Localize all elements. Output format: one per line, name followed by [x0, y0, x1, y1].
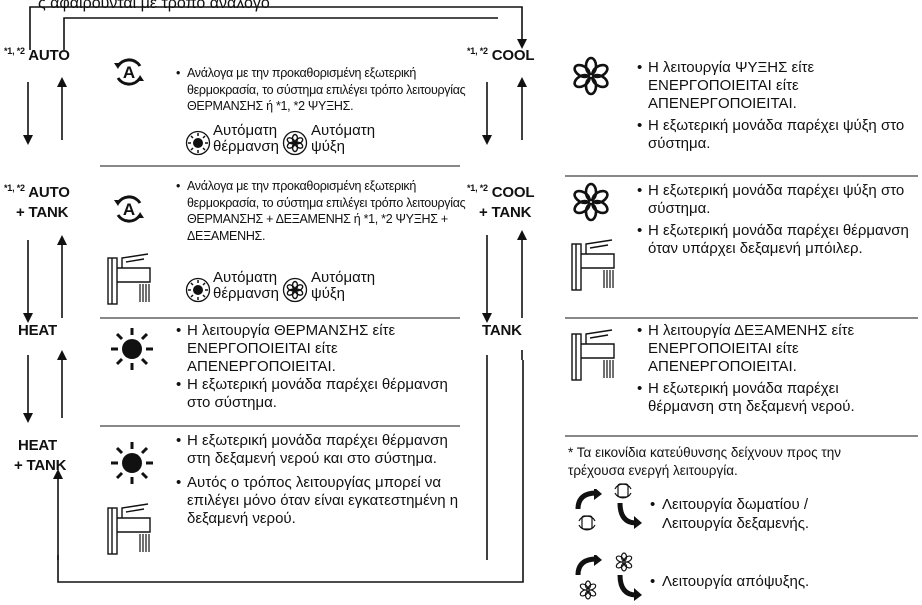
- auto-heating-label-line: θέρμανση: [213, 138, 279, 155]
- auto-description: Ανάλογα με την προκαθορισμένη εξωτερική …: [176, 65, 466, 115]
- faucet-icon: [571, 239, 615, 291]
- auto-tank-description: Ανάλογα με την προκαθορισμένη εξωτερική …: [176, 178, 466, 244]
- heat-description: Η λειτουργία ΘΕΡΜΑΝΣΗΣ είτε ΕΝΕΡΓΟΠΟΙΕΙΤ…: [176, 322, 458, 412]
- description-bullet: Ανάλογα με την προκαθορισμένη εξωτερική …: [176, 178, 466, 244]
- legend-defrost: • Λειτουργία απόψυξης.: [650, 572, 809, 591]
- legend-bullet: •: [650, 573, 656, 590]
- description-bullet: Αυτός ο τρόπος λειτουργίας μπορεί να επι…: [176, 474, 466, 528]
- faucet-icon: [107, 253, 151, 305]
- mode-tank-suffix: + TANK: [14, 457, 67, 474]
- mode-tank-suffix: + TANK: [16, 204, 69, 221]
- mode-cool[interactable]: *1, *2 COOL: [467, 46, 535, 64]
- legend-room-tank: • Λειτουργία δωματίου / Λειτουργία δεξαμ…: [650, 495, 809, 533]
- auto-heating-icon: [185, 277, 211, 303]
- description-bullet: Η εξωτερική μονάδα παρέχει ψύξη στο σύστ…: [637, 182, 917, 218]
- mode-auto[interactable]: *1, *2 AUTO: [4, 46, 70, 64]
- description-bullet: Η λειτουργία ΘΕΡΜΑΝΣΗΣ είτε ΕΝΕΡΓΟΠΟΙΕΙΤ…: [176, 322, 458, 376]
- mode-heat-tank[interactable]: HEAT + TANK: [14, 436, 66, 476]
- mode-heat-label: HEAT: [18, 322, 57, 339]
- faucet-icon: [571, 329, 615, 381]
- legend-tank-text: Λειτουργία δεξαμενής.: [662, 515, 810, 532]
- auto-cooling-label: Αυτόματη ψύξη: [311, 270, 375, 302]
- snowflake-icon: [573, 56, 609, 96]
- mode-cool-tank[interactable]: *1, *2 COOL + TANK: [467, 178, 535, 223]
- svg-text:A: A: [123, 63, 135, 82]
- mode-auto-label: AUTO: [28, 47, 70, 64]
- tank-room-direction-icon: [614, 483, 642, 529]
- auto-heating-label-line: θέρμανση: [213, 285, 279, 302]
- auto-heating-label-line: Αυτόματη: [213, 269, 278, 286]
- mode-auto-label: AUTO: [28, 184, 70, 201]
- description-bullet: Η εξωτερική μονάδα παρέχει ψύξη στο σύστ…: [637, 117, 907, 153]
- sun-icon: [111, 442, 153, 484]
- mode-heat[interactable]: HEAT: [18, 322, 57, 339]
- legend-defrost-text: Λειτουργία απόψυξης.: [662, 573, 810, 590]
- auto-cooling-label-line: Αυτόματη: [311, 122, 376, 139]
- footnote-marker: *1, *2: [467, 183, 488, 193]
- footnote-marker: *1, *2: [4, 46, 25, 56]
- mode-tank[interactable]: TANK: [482, 322, 522, 339]
- description-bullet: Η λειτουργία ΔΕΞΑΜΕΝΗΣ είτε ΕΝΕΡΓΟΠΟΙΕΙΤ…: [637, 322, 907, 376]
- bottom-loop-line: [57, 360, 524, 583]
- auto-a-icon: A: [114, 195, 144, 223]
- heat-tank-description: Η εξωτερική μονάδα παρέχει θέρμανση στη …: [176, 432, 466, 528]
- sun-icon: [111, 328, 153, 370]
- mode-tank-suffix: + TANK: [479, 204, 532, 221]
- top-loop-line: [29, 6, 527, 50]
- snowflake-icon: [573, 182, 609, 222]
- auto-cooling-label: Αυτόματη ψύξη: [311, 123, 375, 155]
- description-bullet: Η εξωτερική μονάδα παρέχει θέρμανση όταν…: [637, 222, 917, 258]
- faucet-icon: [107, 503, 151, 555]
- legend-item: • Λειτουργία δωματίου / Λειτουργία δεξαμ…: [650, 495, 809, 533]
- auto-cooling-icon: [282, 277, 308, 303]
- auto-cooling-label-line: Αυτόματη: [311, 269, 376, 286]
- legend-bullet: •: [650, 496, 656, 513]
- direction-icons-note: * Τα εικονίδια κατεύθυνσης δείχνουν προς…: [568, 445, 841, 478]
- top-loop-line-2: [63, 17, 498, 50]
- defrost-direction-icon: [575, 555, 602, 600]
- auto-heating-label: Αυτόματη θέρμανση: [213, 270, 279, 302]
- legend-room-text: Λειτουργία δωματίου /: [662, 496, 809, 513]
- auto-heating-label-line: Αυτόματη: [213, 122, 278, 139]
- mode-cool-label: COOL: [491, 47, 535, 64]
- svg-text:A: A: [123, 200, 135, 219]
- cool-description: Η λειτουργία ΨΥΞΗΣ είτε ΕΝΕΡΓΟΠΟΙΕΙΤΑΙ ε…: [637, 59, 907, 153]
- mode-tank-label: TANK: [482, 322, 522, 339]
- auto-cooling-icon: [282, 130, 308, 156]
- mode-auto-tank[interactable]: *1, *2 AUTO + TANK: [4, 178, 70, 223]
- auto-heating-label: Αυτόματη θέρμανση: [213, 123, 279, 155]
- room-tank-direction-icon: [575, 489, 602, 531]
- cool-tank-description: Η εξωτερική μονάδα παρέχει ψύξη στο σύστ…: [637, 182, 917, 258]
- description-bullet: Η εξωτερική μονάδα παρέχει θέρμανση στη …: [637, 380, 907, 416]
- description-bullet: Η εξωτερική μονάδα παρέχει θέρμανση στη …: [176, 432, 466, 468]
- footnote-marker: *1, *2: [467, 46, 488, 56]
- auto-cooling-label-line: ψύξη: [311, 285, 345, 302]
- description-bullet: Η εξωτερική μονάδα παρέχει θέρμανση στο …: [176, 376, 458, 412]
- defrost-return-icon: [615, 552, 642, 601]
- description-bullet: Ανάλογα με την προκαθορισμένη εξωτερική …: [176, 65, 466, 115]
- auto-a-icon: A: [114, 58, 144, 86]
- auto-heating-icon: [185, 130, 211, 156]
- mode-heat-label: HEAT: [18, 437, 57, 454]
- legend-item: • Λειτουργία απόψυξης.: [650, 572, 809, 591]
- description-bullet: Η λειτουργία ΨΥΞΗΣ είτε ΕΝΕΡΓΟΠΟΙΕΙΤΑΙ ε…: [637, 59, 907, 113]
- auto-cooling-label-line: ψύξη: [311, 138, 345, 155]
- footnote-marker: *1, *2: [4, 183, 25, 193]
- top-partial-text: ς αφαιρούνται με τρόπο ανάλογο: [38, 0, 270, 12]
- mode-cool-label: COOL: [491, 184, 535, 201]
- tank-description: Η λειτουργία ΔΕΞΑΜΕΝΗΣ είτε ΕΝΕΡΓΟΠΟΙΕΙΤ…: [637, 322, 907, 416]
